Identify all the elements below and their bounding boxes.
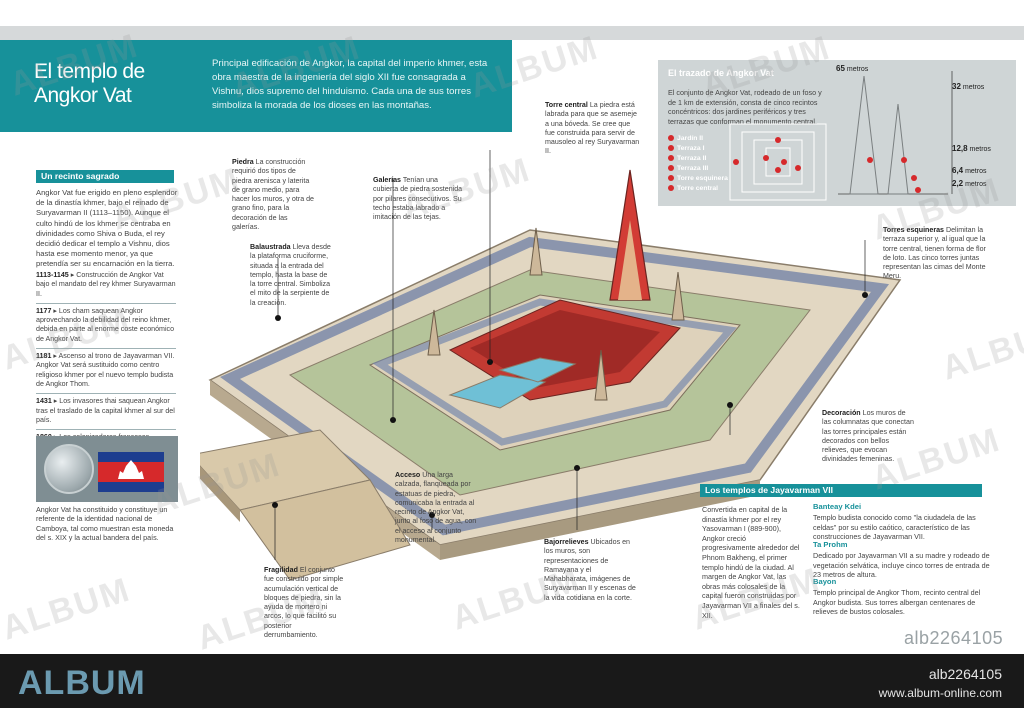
plan-key-item: Torre esquinera <box>668 174 744 184</box>
label-reliefs-name: Bajorrelieves <box>544 538 589 546</box>
plan-diagram <box>729 123 827 201</box>
timeline-text: Los invasores thai saquean Angkor tras e… <box>36 397 175 424</box>
timeline-text: Ascenso al trono de Jayavarman VII. Angk… <box>36 352 175 388</box>
timeline-text: Construcción de Angkor Vat bajo el manda… <box>36 271 176 298</box>
intro-text: Principal edificación de Angkor, la capi… <box>212 58 488 111</box>
label-galleries-text: Tenían una cubierta de piedra sostenida … <box>373 176 463 222</box>
measure-12-8: 12,8 metros <box>952 144 991 153</box>
label-stone-text: La construcción requirió dos tipos de pi… <box>232 158 315 232</box>
timeline-text: Los cham saquean Angkor aprovechando la … <box>36 306 175 343</box>
timeline-item: 1431 ▸ Los invasores thai saquean Angkor… <box>36 394 176 431</box>
timeline-year: 1113-1145 <box>36 271 69 279</box>
header-band <box>0 40 512 132</box>
reference-id: alb2264105 <box>904 628 1004 648</box>
label-decoration-name: Decoración <box>822 409 861 417</box>
temple-name-banteay-kdei: Banteay Kdei <box>813 502 862 511</box>
timeline-year: 1177 <box>36 306 52 315</box>
footer-url-link[interactable]: www.album-online.com <box>878 686 1002 700</box>
footer-image-id: alb2264105 <box>928 666 1002 682</box>
plan-text: El conjunto de Angkor Vat, rodeado de un… <box>668 88 822 126</box>
label-galleries: Galerías Tenían una cubierta de piedra s… <box>373 176 463 222</box>
album-logo[interactable]: ALBUM <box>18 664 146 702</box>
plan-key-item: Torre central <box>668 184 744 194</box>
label-central-tower-name: Torre central <box>545 101 588 109</box>
temple-text-banteay-kdei: Templo budista conocido como "la ciudade… <box>813 513 976 542</box>
watermark: ALBUM <box>937 310 1024 388</box>
label-reliefs-text: Ubicados en los muros, son representacio… <box>544 538 636 602</box>
plan-title: El trazado de Angkor Vat <box>668 68 774 78</box>
label-stone: Piedra La construcción requirió dos tipo… <box>232 158 314 232</box>
coin-icon <box>44 444 94 494</box>
temple-text-ta-prohm: Dedicado por Jayavarman VII a su madre y… <box>813 551 990 580</box>
label-access: Acceso Una larga calzada, flanqueada por… <box>395 471 479 545</box>
timeline-item: 1177 ▸ Los cham saquean Angkor aprovecha… <box>36 304 176 350</box>
label-fragility: Fragilidad El conjunto fue construido po… <box>264 566 346 640</box>
measure-32: 32 metros <box>952 82 985 91</box>
label-corner-towers-text: Delimitan la terraza superior y, al igua… <box>883 226 986 281</box>
label-access-name: Acceso <box>395 471 421 479</box>
measure-2-2: 2,2 metros <box>952 179 987 188</box>
timeline-year: 1431 <box>36 397 52 406</box>
label-balustrade-text: Lleva desde la plataforma cruciforme, si… <box>250 243 331 307</box>
label-decoration-text: Los muros de las columnatas que conectan… <box>822 409 914 464</box>
label-galleries-name: Galerías <box>373 176 402 184</box>
top-strip <box>0 26 1024 40</box>
plan-panel: El trazado de Angkor Vat El conjunto de … <box>658 60 1016 206</box>
plan-key-item: Terraza III <box>668 164 744 174</box>
jayavarman-heading: Los templos de Jayavarman VII <box>700 484 982 497</box>
label-central-tower: Torre central La piedra está labrada par… <box>545 101 641 157</box>
label-decoration: Decoración Los muros de las columnatas q… <box>822 409 914 465</box>
measure-65: 65 metros <box>836 64 869 73</box>
label-access-text: Una larga calzada, flanqueada por estatu… <box>395 471 477 545</box>
page-title: El templo de Angkor Vat <box>34 60 145 107</box>
temple-name-ta-prohm: Ta Prohm <box>813 540 848 549</box>
label-corner-towers: Torres esquineras Delimitan la terraza s… <box>883 226 991 282</box>
label-central-tower-text: La piedra está labrada para que se aseme… <box>545 101 640 156</box>
measure-6-4: 6,4 metros <box>952 166 987 175</box>
coin-flag-image <box>36 436 178 502</box>
footer-bar: ALBUM alb2264105 www.album-online.com <box>0 654 1024 708</box>
sacred-heading: Un recinto sagrado <box>36 170 174 183</box>
plan-key-item: Terraza II <box>668 154 744 164</box>
cambodia-flag-icon <box>98 452 164 492</box>
temple-illustration <box>200 150 902 581</box>
label-fragility-text: El conjunto fue construido por simple ac… <box>264 566 344 640</box>
timeline-year: 1181 <box>36 352 52 361</box>
label-balustrade: Balaustrada Lleva desde la plataforma cr… <box>250 243 332 308</box>
label-fragility-name: Fragilidad <box>264 566 298 574</box>
plan-key-item: Jardín II <box>668 134 744 144</box>
tower-elevation <box>838 71 953 195</box>
timeline-item: 1181 ▸ Ascenso al trono de Jayavarman VI… <box>36 349 176 395</box>
temple-text-bayon: Templo principal de Angkor Thom, recinto… <box>813 588 981 617</box>
jayavarman-text: Convertida en capital de la dinastía khm… <box>702 505 800 620</box>
coin-caption: Angkor Vat ha constituido y constituye u… <box>36 505 174 543</box>
plan-key-item: Terraza I <box>668 144 744 154</box>
label-corner-towers-name: Torres esquineras <box>883 226 944 234</box>
temple-name-bayon: Bayon <box>813 577 837 586</box>
sacred-text: Angkor Vat fue erigido en pleno esplendo… <box>36 188 178 269</box>
label-balustrade-name: Balaustrada <box>250 243 291 251</box>
label-stone-name: Piedra <box>232 158 254 166</box>
timeline-item: 1113-1145 ▸ Construcción de Angkor Vat b… <box>36 268 176 304</box>
watermark: ALBUM <box>0 570 136 648</box>
label-reliefs: Bajorrelieves Ubicados en los muros, son… <box>544 538 636 603</box>
